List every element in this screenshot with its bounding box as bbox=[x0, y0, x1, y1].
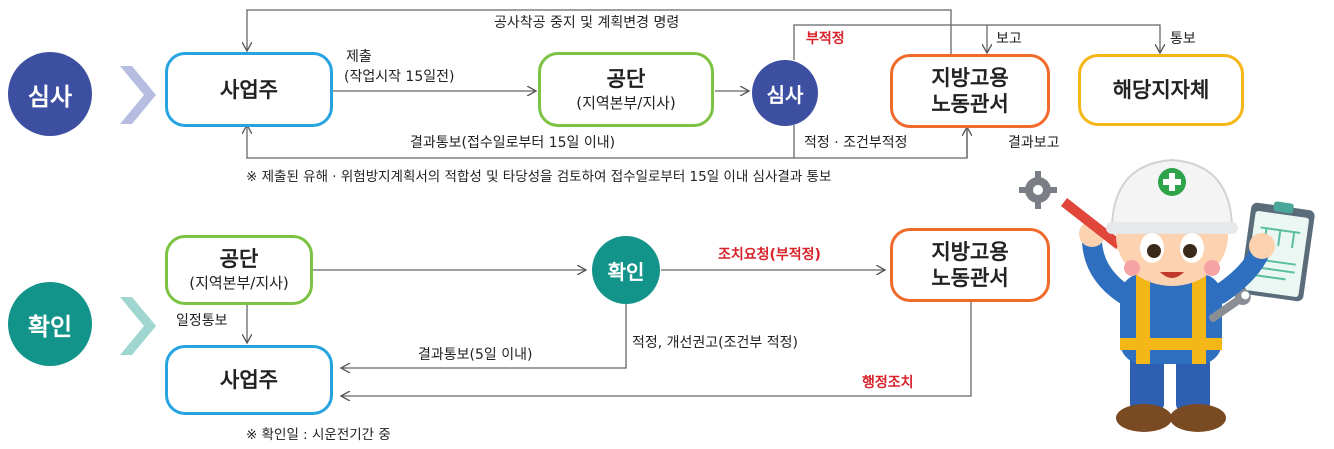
confirm-labor-office-line1: 지방고용 bbox=[931, 240, 1009, 264]
result-report-label: 결과보고 bbox=[1008, 135, 1060, 151]
chevron-right-icon bbox=[120, 66, 156, 124]
confirm-node-circle: 확인 bbox=[592, 236, 660, 304]
gear-icon bbox=[1019, 171, 1057, 209]
worker-mascot-illustration bbox=[1019, 158, 1315, 432]
stop-order-label: 공사착공 중지 및 계획변경 명령 bbox=[494, 15, 680, 31]
confirm-business-owner-box: 사업주 bbox=[165, 345, 333, 415]
confirm-labor-office-box: 지방고용 노동관서 bbox=[890, 228, 1050, 302]
review-business-owner-box: 사업주 bbox=[165, 52, 333, 127]
confirm-section-label: 확인 bbox=[27, 312, 73, 341]
suitable-label: 적정 · 조건부적정 bbox=[804, 135, 908, 151]
notify-label: 통보 bbox=[1170, 31, 1196, 47]
report-label: 보고 bbox=[996, 31, 1022, 47]
line-confirm-result bbox=[342, 303, 627, 368]
confirm-agency-label: 공단 bbox=[219, 247, 259, 271]
review-business-owner-label: 사업주 bbox=[220, 77, 278, 102]
chevron-right-icon bbox=[120, 297, 156, 355]
review-labor-office-box: 지방고용 노동관서 bbox=[890, 54, 1050, 128]
review-agency-sub-label: (지역본부/지사) bbox=[576, 93, 676, 112]
line-admin-action bbox=[342, 302, 972, 396]
local-gov-label: 해당지자체 bbox=[1112, 78, 1210, 102]
confirm-section-circle: 확인 bbox=[8, 282, 92, 366]
confirm-result-notice-label: 결과통보(5일 이내) bbox=[418, 347, 533, 363]
submit-label: 제출 bbox=[346, 49, 372, 65]
line-unsuitable bbox=[793, 24, 1160, 60]
review-labor-office-line2: 노동관서 bbox=[931, 92, 1009, 116]
clipboard-icon bbox=[1239, 201, 1315, 302]
review-node-circle: 심사 bbox=[752, 60, 818, 126]
submit-sub-label: (작업시작 15일전) bbox=[344, 69, 455, 85]
local-gov-box: 해당지자체 bbox=[1078, 54, 1244, 126]
schedule-notice-label: 일정통보 bbox=[176, 313, 228, 329]
action-request-label: 조치요청(부적정) bbox=[718, 247, 821, 263]
review-labor-office-line1: 지방고용 bbox=[931, 66, 1009, 90]
confirm-business-owner-label: 사업주 bbox=[220, 368, 278, 392]
confirm-node-label: 확인 bbox=[607, 259, 645, 284]
result-notice-label: 결과통보(접수일로부터 15일 이내) bbox=[410, 135, 616, 151]
review-section-label: 심사 bbox=[27, 82, 73, 111]
confirm-suitable-label: 적정, 개선권고(조건부 적정) bbox=[632, 335, 798, 351]
review-node-label: 심사 bbox=[766, 82, 804, 107]
review-note: ※ 제출된 유해 · 위험방지계획서의 적합성 및 타당성을 검토하여 접수일로… bbox=[246, 169, 832, 185]
confirm-agency-sub-label: (지역본부/지사) bbox=[189, 274, 289, 292]
unsuitable-label: 부적정 bbox=[806, 31, 845, 47]
review-agency-label: 공단 bbox=[606, 66, 646, 91]
confirm-labor-office-line2: 노동관서 bbox=[931, 266, 1009, 290]
review-section-circle: 심사 bbox=[8, 52, 92, 136]
confirm-note: ※ 확인일 : 시운전기간 중 bbox=[246, 427, 391, 443]
review-agency-box: 공단 (지역본부/지사) bbox=[538, 52, 714, 127]
confirm-agency-box: 공단 (지역본부/지사) bbox=[165, 235, 313, 305]
line-stop-order bbox=[247, 9, 952, 56]
admin-action-label: 행정조치 bbox=[862, 375, 914, 391]
